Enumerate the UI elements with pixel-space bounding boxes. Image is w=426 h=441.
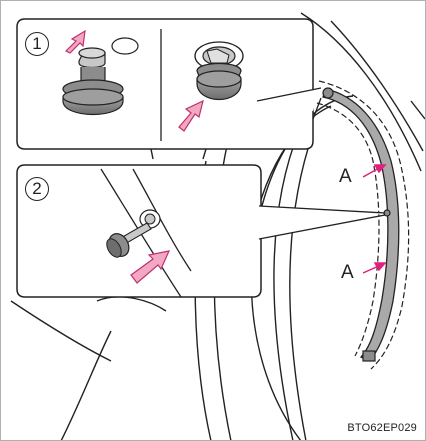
step2-panel: [17, 165, 385, 297]
clip-hole: [112, 38, 138, 54]
callout-a-lower: A: [341, 263, 354, 282]
lower-clip-location: [363, 351, 375, 361]
upper-clip-location: [323, 88, 333, 98]
step1-panel: [17, 19, 321, 149]
step1-number: 1: [25, 32, 49, 56]
callout-a-upper: A: [339, 167, 352, 186]
figure-code: BTO62EP029: [347, 422, 417, 434]
step2-number: 2: [25, 177, 49, 201]
vehicle-body-outline: [301, 13, 425, 171]
